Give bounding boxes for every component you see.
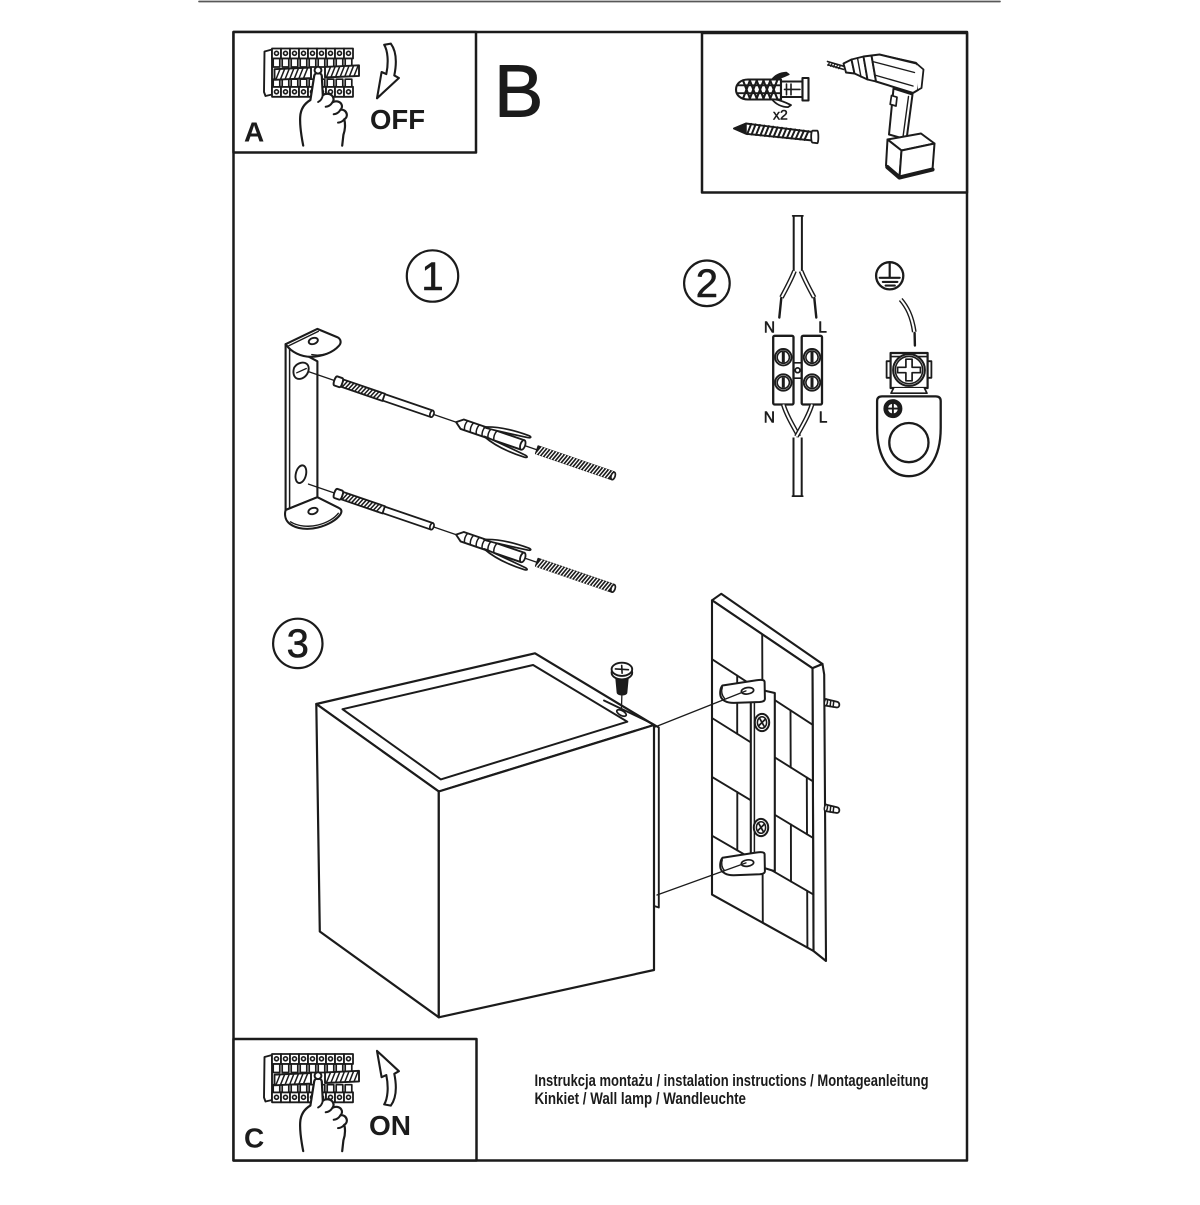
label-n-bottom: N	[764, 410, 775, 427]
off-label: OFF	[370, 104, 425, 135]
box-a-label: A	[244, 117, 264, 148]
label-l-bottom: L	[819, 410, 828, 427]
box-c-label: C	[244, 1123, 264, 1154]
caption-line-2: Kinkiet / Wall lamp / Wandleuchte	[535, 1090, 747, 1108]
step-3-number: 3	[287, 622, 309, 666]
section-b-label: B	[494, 50, 543, 133]
panel-box-c: C ON	[234, 1039, 477, 1161]
step-1-number: 1	[421, 255, 443, 299]
panel-box-a: A OFF	[234, 32, 477, 153]
caption-line-1: Instrukcja montażu / instalation instruc…	[535, 1072, 929, 1090]
label-n-top: N	[764, 320, 775, 337]
on-label: ON	[369, 1110, 411, 1141]
earth-terminal	[887, 353, 932, 393]
lamp-mount-plate	[877, 396, 941, 476]
pressed-toggle-c	[315, 1072, 322, 1079]
quantity-label: x2	[773, 107, 788, 123]
step-2-number: 2	[696, 262, 718, 306]
label-l-top: L	[818, 320, 827, 337]
mount-cable-hole	[889, 423, 928, 462]
earth-symbol	[876, 262, 903, 289]
cube-lamp-icon	[316, 653, 659, 1017]
tools-box: x2	[702, 33, 967, 193]
pressed-toggle-a	[315, 67, 322, 74]
wall-side-face	[813, 664, 827, 961]
